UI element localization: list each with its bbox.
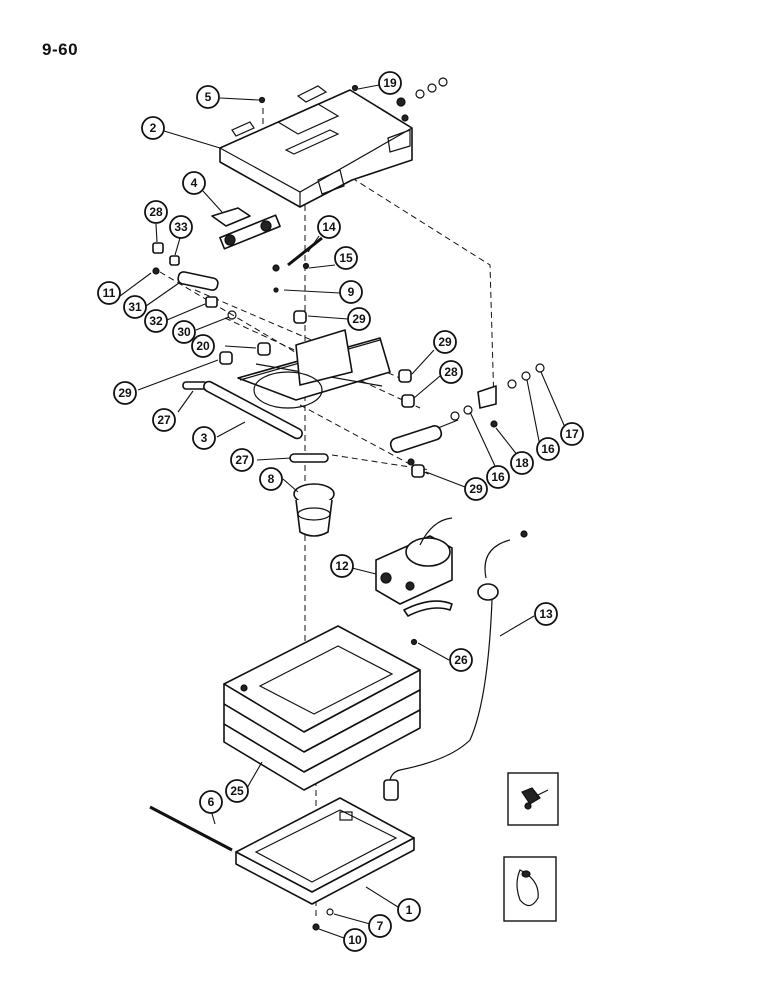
callout-27-a: 27 [152, 408, 176, 432]
svg-text:7: 7 [377, 919, 384, 933]
wiring-harness [383, 530, 528, 801]
svg-text:16: 16 [541, 442, 555, 456]
svg-text:30: 30 [177, 325, 191, 339]
inset-strap [503, 856, 557, 922]
callout-10: 10 [343, 928, 367, 952]
svg-text:29: 29 [118, 386, 132, 400]
svg-text:3: 3 [201, 431, 208, 445]
svg-text:17: 17 [565, 427, 579, 441]
svg-text:33: 33 [174, 220, 188, 234]
svg-text:6: 6 [208, 795, 215, 809]
callout-15: 15 [334, 246, 358, 270]
hardware-top [258, 84, 359, 104]
svg-text:10: 10 [348, 933, 362, 947]
svg-text:4: 4 [191, 176, 198, 190]
callout-32: 32 [144, 309, 168, 333]
callout-18: 18 [510, 451, 534, 475]
callout-27-b: 27 [230, 448, 254, 472]
svg-text:2: 2 [150, 121, 157, 135]
bottom-washer [326, 908, 334, 916]
callout-2: 2 [141, 116, 165, 140]
seat-base-pan [235, 797, 415, 905]
fittings-left [152, 242, 310, 365]
svg-text:14: 14 [322, 220, 336, 234]
adjuster-lever [211, 207, 281, 250]
svg-text:20: 20 [196, 339, 210, 353]
air-spring [293, 483, 335, 537]
svg-text:29: 29 [352, 312, 366, 326]
svg-text:8: 8 [268, 472, 275, 486]
svg-text:27: 27 [235, 453, 249, 467]
bottom-bolt [312, 923, 320, 931]
callout-12: 12 [330, 554, 354, 578]
callout-7: 7 [368, 914, 392, 938]
callout-4: 4 [182, 171, 206, 195]
callout-9: 9 [339, 280, 363, 304]
callout-1: 1 [397, 898, 421, 922]
callout-29-b: 29 [113, 381, 137, 405]
callout-16-b: 16 [536, 437, 560, 461]
inset-clip [507, 772, 559, 826]
svg-text:29: 29 [438, 335, 452, 349]
callout-3: 3 [192, 426, 216, 450]
svg-text:13: 13 [539, 607, 553, 621]
svg-text:11: 11 [103, 286, 116, 300]
svg-text:28: 28 [444, 365, 458, 379]
callout-26: 26 [449, 648, 473, 672]
rod [287, 236, 323, 267]
page-number: 9-60 [42, 40, 79, 59]
callout-29-a: 29 [347, 307, 371, 331]
callout-6: 6 [199, 790, 223, 814]
svg-text:31: 31 [128, 300, 142, 314]
callout-8: 8 [259, 467, 283, 491]
callout-30: 30 [172, 320, 196, 344]
strap-icon [516, 869, 539, 907]
shock-absorber [389, 363, 545, 466]
callout-11: 11 [97, 281, 121, 305]
svg-text:5: 5 [205, 90, 212, 104]
callout-13: 13 [534, 602, 558, 626]
svg-text:12: 12 [335, 559, 349, 573]
seat-top-plate [219, 77, 448, 208]
svg-text:16: 16 [491, 470, 505, 484]
callouts: 5 19 2 4 28 33 14 15 11 31 9 32 30 29 20… [97, 71, 584, 952]
callout-5: 5 [196, 85, 220, 109]
callout-33: 33 [169, 215, 193, 239]
callout-25: 25 [225, 779, 249, 803]
bellows-boot [223, 625, 421, 791]
svg-text:18: 18 [515, 456, 529, 470]
callout-19: 19 [378, 71, 402, 95]
clip-icon [521, 787, 549, 810]
callout-31: 31 [123, 295, 147, 319]
svg-text:15: 15 [339, 251, 353, 265]
svg-text:27: 27 [157, 413, 171, 427]
callout-14: 14 [317, 215, 341, 239]
svg-text:28: 28 [149, 205, 163, 219]
svg-text:29: 29 [469, 482, 483, 496]
callout-29-d: 29 [464, 477, 488, 501]
callout-17: 17 [560, 422, 584, 446]
svg-text:19: 19 [383, 76, 397, 90]
callout-16-a: 16 [486, 465, 510, 489]
callout-28: 28 [144, 200, 168, 224]
callout-20: 20 [191, 334, 215, 358]
leader-lines [119, 84, 568, 939]
svg-text:25: 25 [230, 784, 244, 798]
callout-29-c: 29 [433, 330, 457, 354]
svg-text:1: 1 [406, 903, 413, 917]
air-compressor [375, 517, 453, 617]
long-rod [149, 805, 233, 852]
callout-28-b: 28 [439, 360, 463, 384]
svg-text:9: 9 [348, 285, 355, 299]
scissor-frame [182, 329, 425, 478]
svg-text:32: 32 [149, 314, 163, 328]
svg-text:26: 26 [454, 653, 468, 667]
